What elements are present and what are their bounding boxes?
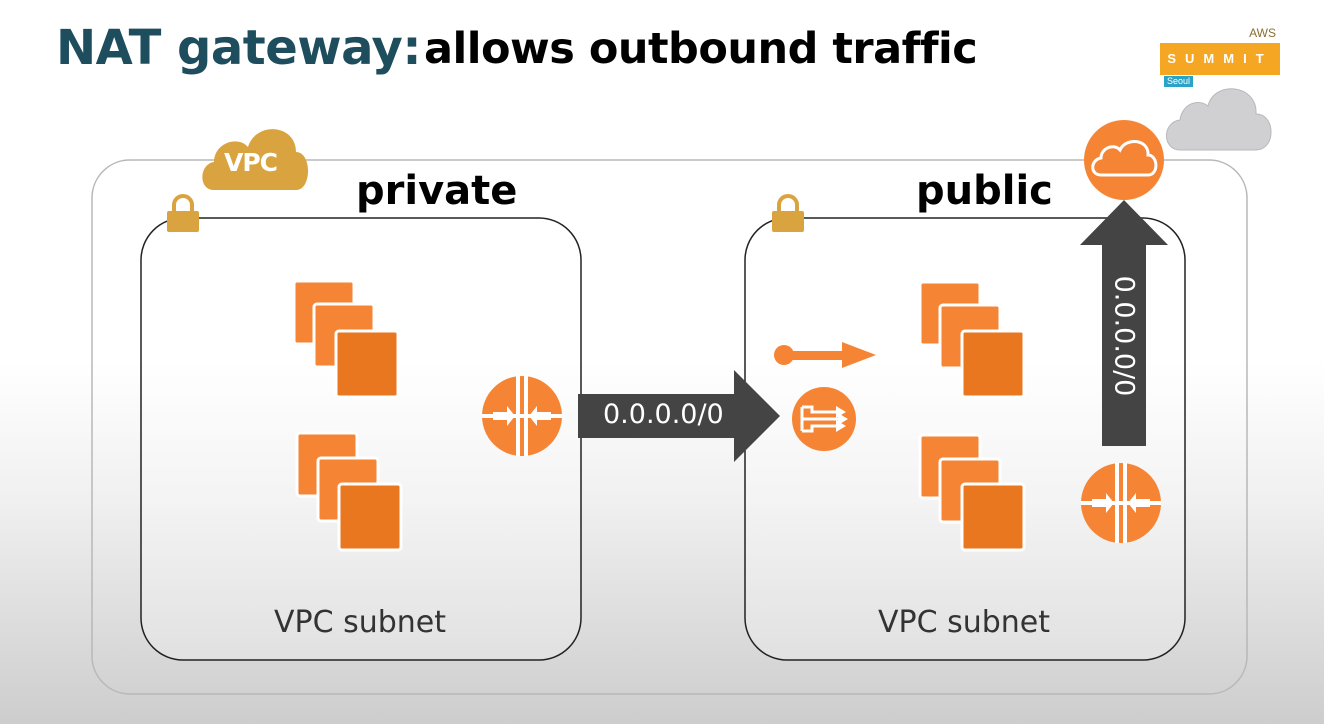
public-subnet-label: VPC subnet — [878, 605, 1051, 640]
aws-label: AWS — [1249, 26, 1276, 40]
ec2-instances-icon — [292, 279, 400, 399]
lock-icon — [167, 194, 199, 232]
summit-label: SUMMIT — [1160, 43, 1280, 75]
ec2-instances-icon — [918, 280, 1026, 399]
internet-gateway-icon — [1084, 120, 1164, 200]
elastic-ip-icon — [774, 342, 876, 368]
slide-subtitle: allows outbound traffic — [424, 24, 978, 74]
city-label: Seoul — [1164, 76, 1194, 87]
lock-icon — [772, 194, 804, 232]
nat-gateway-icon — [792, 387, 856, 451]
horizontal-route-label: 0.0.0.0/0 — [603, 399, 724, 430]
private-subnet-box — [140, 217, 582, 661]
outbound-arrow — [578, 370, 780, 462]
slide-title: NAT gateway: — [56, 20, 422, 76]
internet-arrow — [1080, 200, 1168, 446]
aws-summit-logo: AWS SUMMIT Seoul — [1158, 26, 1282, 90]
vertical-route-label: 0.0.0.0/0 — [1108, 275, 1140, 397]
private-subnet-label: VPC subnet — [274, 605, 447, 640]
vpc-cloud-icon — [202, 129, 308, 190]
public-zone-label: public — [916, 168, 1053, 214]
private-zone-label: private — [356, 168, 518, 214]
router-icon — [482, 376, 562, 456]
internet-cloud-icon — [1166, 88, 1272, 151]
vpc-badge-label: VPC — [224, 148, 278, 177]
ec2-instances-icon — [918, 433, 1026, 552]
vpc-container — [91, 159, 1248, 695]
ec2-instances-icon — [295, 431, 403, 552]
router-icon — [1081, 463, 1161, 543]
